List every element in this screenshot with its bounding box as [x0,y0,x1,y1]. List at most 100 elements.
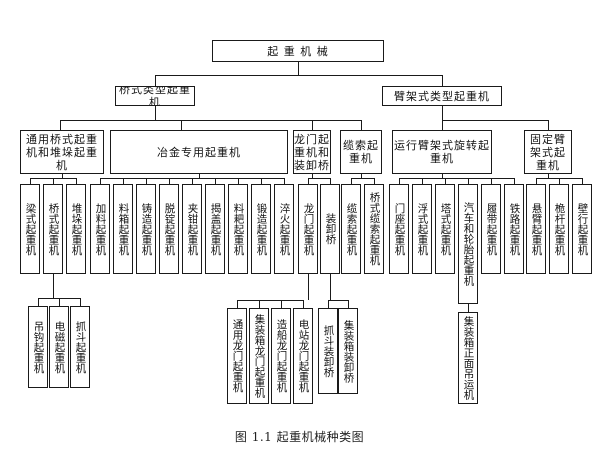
leaf-node: 汽车和轮胎起重机 [458,184,478,304]
connector-line [281,300,283,308]
subleaf-node: 集装箱龙门起重机 [249,308,269,404]
figure-caption: 图 1.1 起重机械种类图 [234,430,365,444]
connector-line [351,178,374,180]
leaf-node: 加料起重机 [90,184,110,274]
leaf-node: 料箱起重机 [113,184,133,274]
connector-line [348,300,350,308]
leaf-node: 门座起重机 [389,184,409,274]
leaf-node: 浮式起重机 [412,184,432,274]
subleaf-node: 通用龙门起重机 [227,308,247,404]
connector-line [298,62,300,75]
connector-line [38,298,40,306]
connector-line [361,120,363,130]
connector-line [303,300,305,308]
subleaf-node: 电站龙门起重机 [293,308,313,404]
connector-line [284,178,286,184]
connector-line [237,300,303,302]
connector-line [328,300,348,302]
group-node: 运行臂架式旋转起重机 [392,130,492,174]
leaf-node: 夹钳起重机 [182,184,202,274]
connector-line [308,274,310,300]
connector-line [330,274,332,300]
leaf-node: 龙门起重机 [298,184,318,274]
connector-line [442,75,444,86]
connector-line [123,178,125,184]
leaf-node: 锻造起重机 [251,184,271,274]
leaf-node: 缆索起重机 [341,184,361,274]
connector-line [181,120,183,130]
connector-line [238,178,240,184]
connector-line [100,178,102,184]
connector-line [351,178,353,184]
leaf-node: 淬火起重机 [274,184,294,274]
connector-line [215,178,217,184]
connector-line [30,178,32,184]
subleaf-node: 吊钩起重机 [28,306,48,388]
leaf-node: 揭盖起重机 [205,184,225,274]
connector-line [536,178,538,184]
level1-node: 臂架式类型起重机 [382,86,502,106]
connector-line [468,178,470,184]
connector-line [548,120,550,130]
connector-line [468,304,470,312]
connector-line [59,298,61,306]
connector-line [514,178,516,184]
leaf-node: 脱锭起重机 [159,184,179,274]
leaf-node: 履带起重机 [481,184,501,274]
connector-line [308,178,310,184]
connector-line [259,300,261,308]
leaf-node: 梁式起重机 [20,184,40,274]
connector-line [199,174,201,178]
connector-line [328,300,330,308]
group-node: 龙门起重机和装卸桥 [293,130,331,174]
connector-line [582,178,584,184]
connector-line [312,174,314,178]
connector-line [399,178,514,180]
leaf-node: 铸造起重机 [136,184,156,274]
connector-line [442,120,548,122]
subleaf-node: 抓斗起重机 [70,306,90,388]
connector-line [80,298,82,306]
leaf-node: 悬臂起重机 [526,184,546,274]
connector-line [445,178,447,184]
connector-line [76,178,78,184]
connector-line [146,178,148,184]
subleaf-node: 电磁起重机 [49,306,69,388]
leaf-node: 桅杆起重机 [549,184,569,274]
connector-line [361,174,363,178]
connector-line [53,274,55,298]
connector-line [62,174,64,178]
connector-line [442,174,444,178]
group-node: 通用桥式起重机和堆垛起重机 [20,130,104,174]
connector-line [60,120,62,130]
connector-line [491,178,493,184]
connector-line [60,120,361,122]
connector-line [330,178,332,184]
connector-line [192,178,194,184]
connector-line [442,106,444,120]
connector-line [312,120,314,130]
connector-line [399,178,401,184]
connector-line [548,174,550,178]
leaf-node: 料耙起重机 [228,184,248,274]
connector-line [422,178,424,184]
connector-line [155,106,157,120]
subleaf-node: 抓斗装卸桥 [318,308,338,394]
connector-line [237,300,239,308]
connector-line [374,178,376,184]
leaf-node: 塔式起重机 [435,184,455,274]
connector-line [559,178,561,184]
leaf-node: 堆垛起重机 [66,184,86,274]
level1-node: 桥式类型起重机 [115,86,195,106]
group-node: 冶金专用起重机 [110,130,288,174]
connector-line [308,178,330,180]
group-node: 固定臂架式起重机 [524,130,572,174]
leaf-node: 装卸桥 [320,184,340,274]
connector-line [442,120,444,130]
subleaf-node: 造船龙门起重机 [271,308,291,404]
connector-line [155,75,157,86]
connector-line [169,178,171,184]
leaf-node: 铁路起重机 [504,184,524,274]
leaf-node: 壁行起重机 [572,184,592,274]
